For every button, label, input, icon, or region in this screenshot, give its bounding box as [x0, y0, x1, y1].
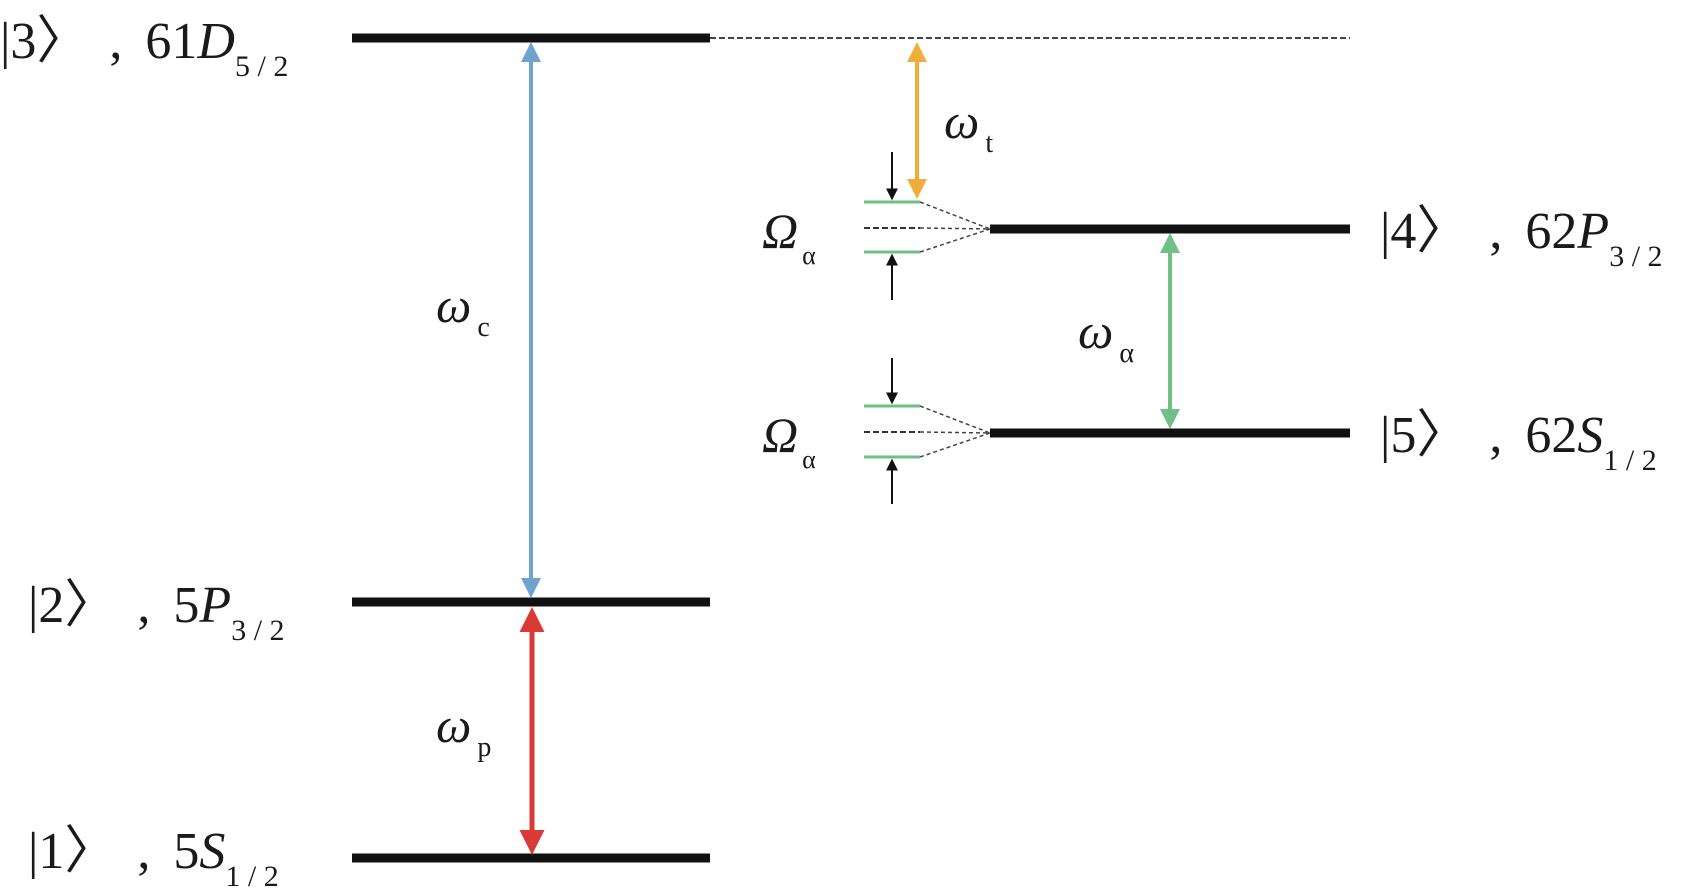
level-4-n: 62 [1525, 203, 1577, 260]
level-1-label: |1〉 , 5S1 / 2 [28, 823, 279, 889]
level-1-n: 5 [173, 823, 199, 880]
level-4-j: 3 / 2 [1609, 240, 1662, 273]
upper-splitting-sub: α [802, 241, 816, 270]
level-2-ket: |2〉 [28, 577, 116, 634]
lower-fan-mid [919, 431, 991, 434]
level-5-j: 1 / 2 [1603, 444, 1656, 477]
rf-t-sym: ω [944, 93, 979, 149]
level-3-ket: |3〉 [0, 13, 88, 70]
level-5-sep: , [1489, 407, 1502, 464]
upper-splitting [864, 152, 991, 300]
level-3-label: |3〉 , 61D5 / 2 [0, 13, 288, 83]
probe-sym: ω [436, 697, 471, 753]
upper-fan-top [919, 201, 991, 230]
level-5-n: 62 [1525, 407, 1577, 464]
lower-splitting-sub: α [802, 445, 816, 474]
level-4-ket: |4〉 [1380, 203, 1468, 260]
coupling-sym: ω [436, 277, 471, 333]
level-1-j: 1 / 2 [225, 860, 278, 889]
probe-sub: p [477, 732, 491, 763]
rf-t-sub: t [985, 128, 993, 159]
level-3-j: 5 / 2 [235, 50, 288, 83]
level-1-ket: |1〉 [28, 823, 116, 880]
lower-splitting [864, 358, 991, 504]
level-2-label: |2〉 , 5P3 / 2 [28, 577, 285, 647]
upper-fan-bottom [919, 228, 991, 253]
level-2-n: 5 [173, 577, 199, 634]
level-1-L: S [199, 823, 225, 880]
level-3-L: D [196, 13, 235, 70]
level-4-label: |4〉 , 62P3 / 2 [1380, 203, 1663, 273]
lower-fan-bottom [919, 432, 991, 458]
level-2-sep: , [137, 577, 150, 634]
level-3-sep: , [109, 13, 122, 70]
rf-alpha-sub: α [1119, 338, 1134, 369]
lower-fan-top [919, 405, 991, 434]
level-4-L: P [1576, 203, 1609, 260]
level-2-j: 3 / 2 [231, 614, 284, 647]
lower-splitting-sym: Ω [762, 407, 798, 463]
upper-splitting-sym: Ω [762, 203, 798, 259]
level-4-sep: , [1489, 203, 1502, 260]
level-1-sep: , [137, 823, 150, 880]
level-2-L: P [198, 577, 231, 634]
level-3-n: 61 [145, 13, 197, 70]
rf-alpha-sym: ω [1078, 303, 1113, 359]
level-5-ket: |5〉 [1380, 407, 1468, 464]
level-5-label: |5〉 , 62S1 / 2 [1380, 407, 1657, 477]
coupling-sub: c [477, 312, 489, 343]
level-5-L: S [1577, 407, 1603, 464]
upper-fan-mid [919, 227, 991, 230]
